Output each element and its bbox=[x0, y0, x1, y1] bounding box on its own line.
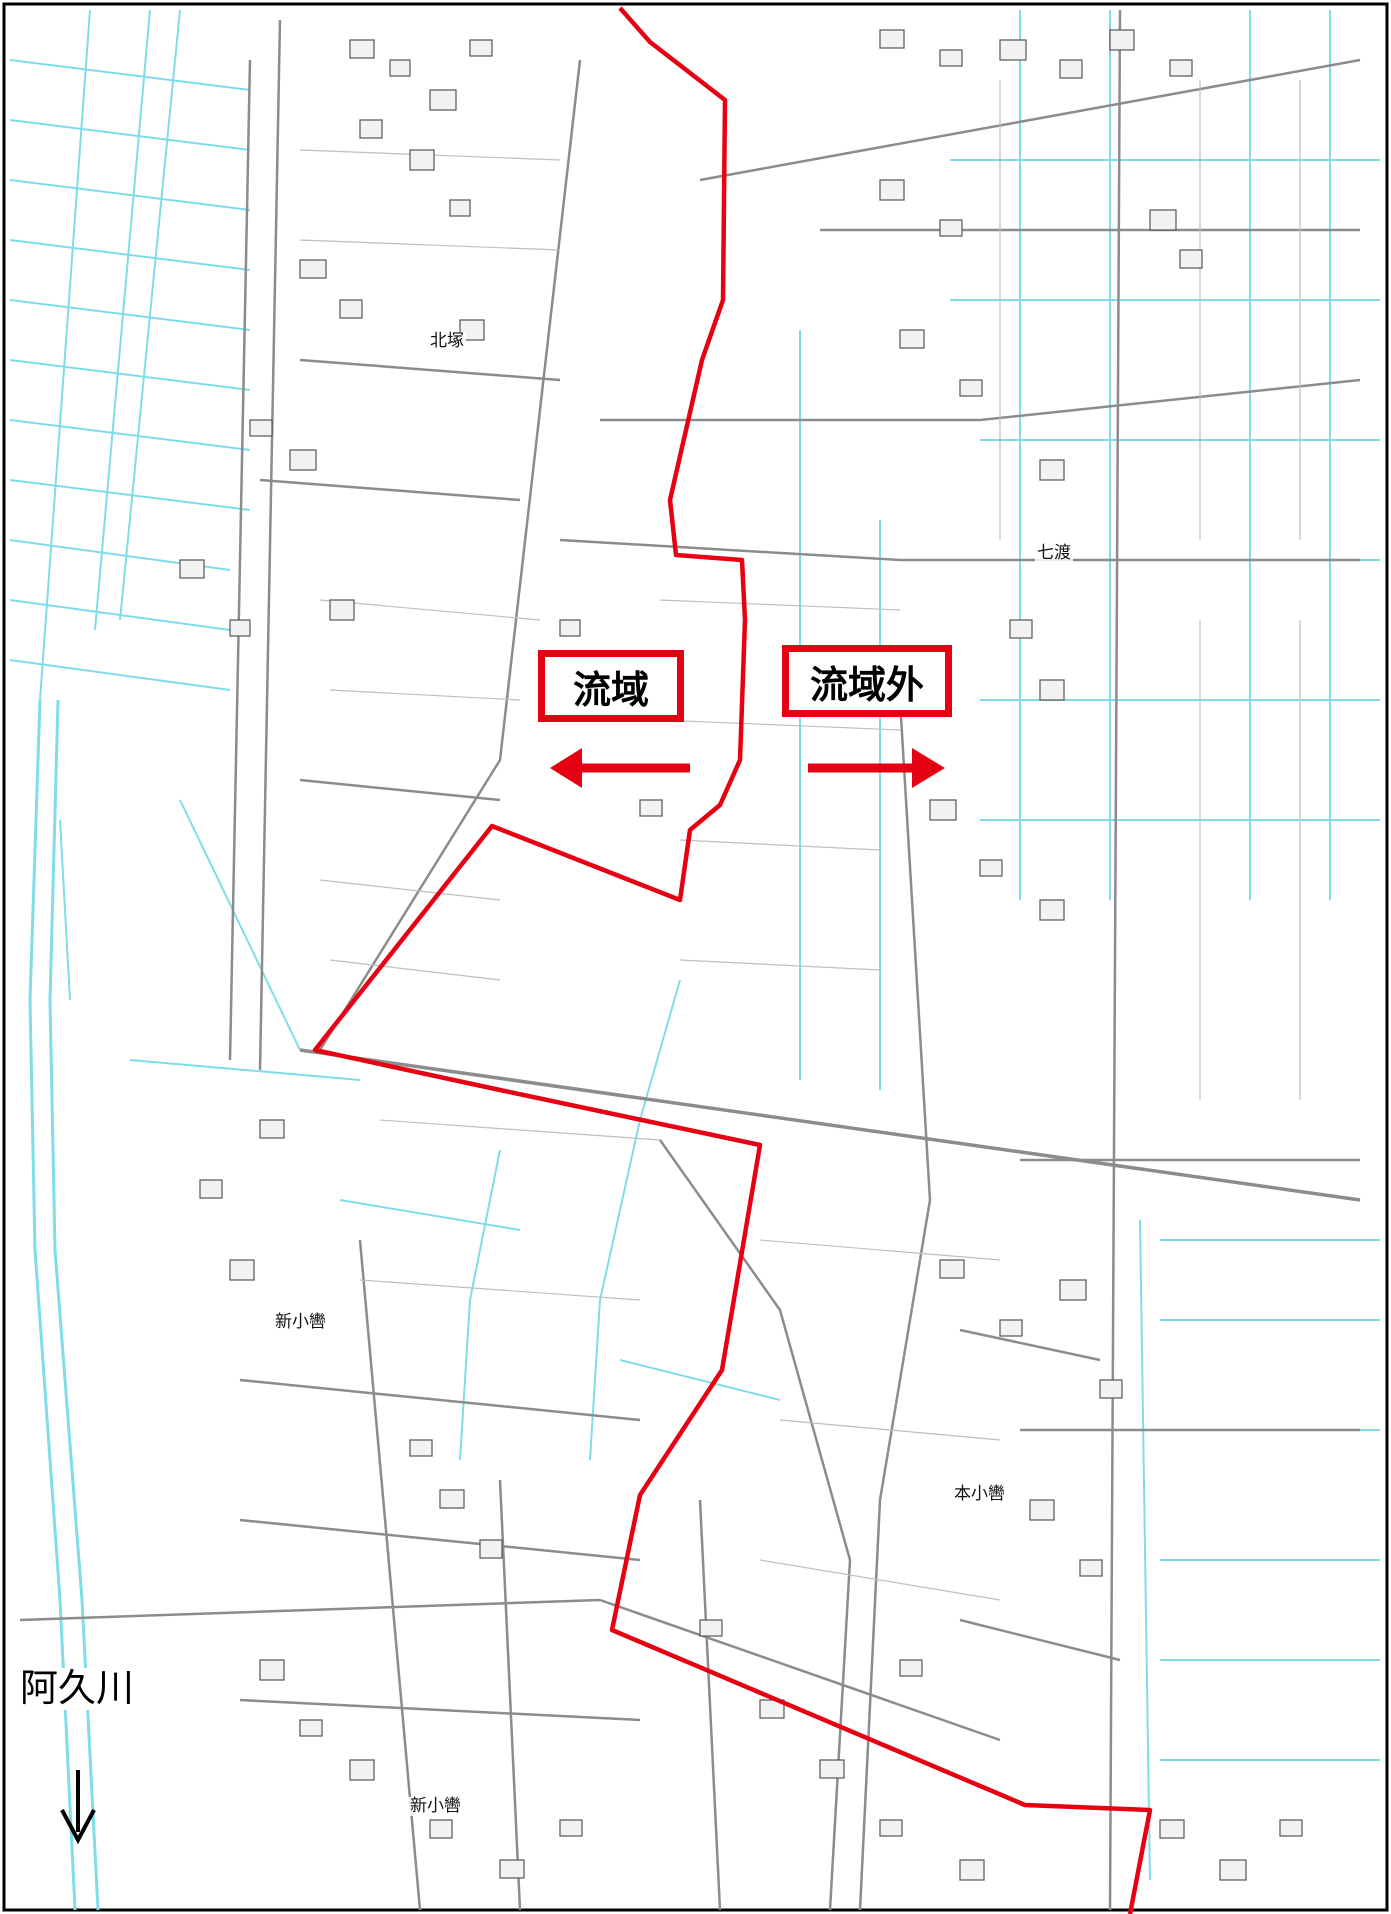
watershed-boundary bbox=[312, 6, 1153, 1914]
place-label-honkotsubo: 本小轡 bbox=[952, 1484, 1007, 1504]
roads bbox=[19, 9, 1361, 1911]
callout-outside-watershed: 流域外 bbox=[782, 645, 952, 717]
place-label-shinkotsubo-south: 新小轡 bbox=[408, 1796, 463, 1816]
water-channels bbox=[9, 9, 1380, 1911]
river-label-akugawa: 阿久川 bbox=[18, 1666, 137, 1710]
place-label-kitatsuka: 北塚 bbox=[428, 331, 466, 351]
buildings bbox=[179, 29, 1303, 1881]
downward-flow-arrow-icon bbox=[60, 1770, 96, 1845]
place-label-nanawatari: 七渡 bbox=[1035, 543, 1073, 563]
red-right-arrow-icon bbox=[808, 748, 945, 788]
callout-inside-watershed: 流域 bbox=[538, 650, 684, 722]
red-left-arrow-icon bbox=[550, 748, 690, 788]
place-label-shinkotsubo-north: 新小轡 bbox=[273, 1312, 328, 1332]
